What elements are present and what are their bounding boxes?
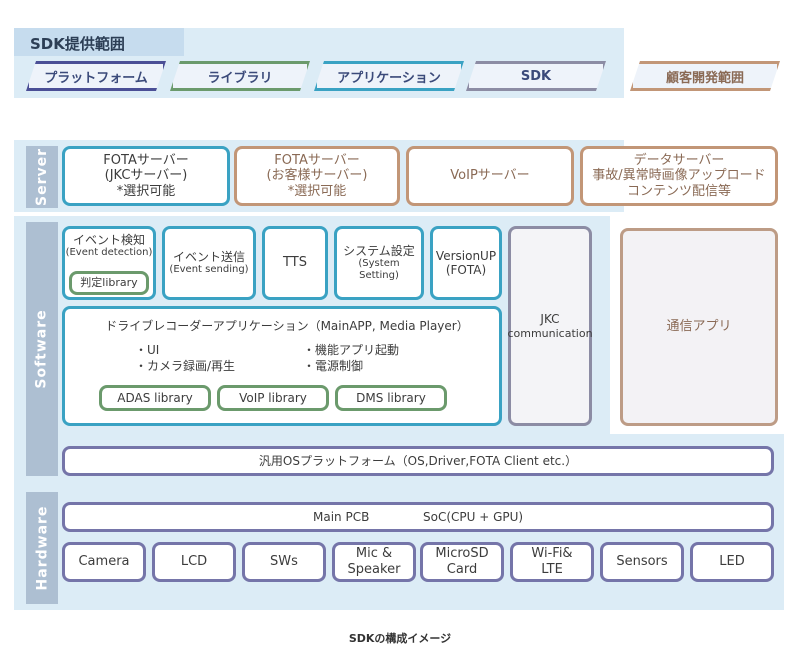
communication-app: 通信アプリ — [620, 228, 778, 426]
legend-customer-range: 顧客開発範囲 — [630, 61, 780, 91]
main-pcb-label: Main PCB — [313, 509, 370, 524]
bullet-power-control: ・電源制御 — [303, 359, 364, 373]
os-platform: 汎用OSプラットフォーム（OS,Driver,FOTA Client etc.） — [62, 446, 774, 476]
hw-mic-speaker: Mic & Speaker — [332, 542, 416, 582]
legend-platform: プラットフォーム — [26, 61, 166, 91]
hw-led: LED — [690, 542, 774, 582]
drive-recorder-app-title: ドライブレコーダーアプリケーション（MainAPP, Media Player） — [105, 319, 469, 333]
hw-microsd: MicroSD Card — [420, 542, 504, 582]
hw-lcd: LCD — [152, 542, 236, 582]
data-server: データサーバー 事故/異常時画像アップロード コンテンツ配信等 — [580, 146, 778, 206]
fota-jkc-server: FOTAサーバー (JKCサーバー) *選択可能 — [62, 146, 230, 206]
system-setting-module: システム設定 (System Setting) — [334, 226, 424, 300]
event-detection-module: イベント検知 (Event detection) 判定library — [62, 226, 156, 300]
sdk-scope-tab — [14, 28, 184, 56]
hw-camera: Camera — [62, 542, 146, 582]
voip-server: VoIPサーバー — [406, 146, 574, 206]
hw-sensors: Sensors — [600, 542, 684, 582]
hw-switches: SWs — [242, 542, 326, 582]
tts-module: TTS — [262, 226, 328, 300]
fota-customer-server: FOTAサーバー (お客様サーバー) *選択可能 — [234, 146, 400, 206]
legend-library: ライブラリ — [170, 61, 310, 91]
hardware-label: Hardware — [26, 492, 58, 604]
dms-library: DMS library — [335, 385, 447, 411]
hw-wifi-lte: Wi-Fi& LTE — [510, 542, 594, 582]
bullet-camera-record: ・カメラ録画/再生 — [135, 359, 236, 373]
bullet-function-launch: ・機能アプリ起動 — [303, 343, 400, 357]
judge-library: 判定library — [69, 271, 149, 295]
drive-recorder-app: ドライブレコーダーアプリケーション（MainAPP, Media Player）… — [62, 306, 502, 426]
versionup-module: VersionUP (FOTA) — [430, 226, 502, 300]
voip-library: VoIP library — [217, 385, 329, 411]
adas-library: ADAS library — [99, 385, 211, 411]
main-pcb: Main PCB SoC(CPU + GPU) — [62, 502, 774, 532]
figure-caption: SDKの構成イメージ — [348, 632, 452, 645]
sdk-scope-title: SDK提供範囲 — [30, 35, 125, 53]
server-label: Server — [26, 146, 58, 208]
jkc-communication-module: JKC communication — [507, 226, 593, 426]
soc-label: SoC(CPU + GPU) — [423, 509, 524, 524]
event-sending-module: イベント送信 (Event sending) — [162, 226, 256, 300]
legend-sdk: SDK — [466, 61, 606, 91]
bullet-ui: ・UI — [135, 343, 160, 357]
legend-application: アプリケーション — [314, 61, 464, 91]
software-label: Software — [26, 222, 58, 476]
